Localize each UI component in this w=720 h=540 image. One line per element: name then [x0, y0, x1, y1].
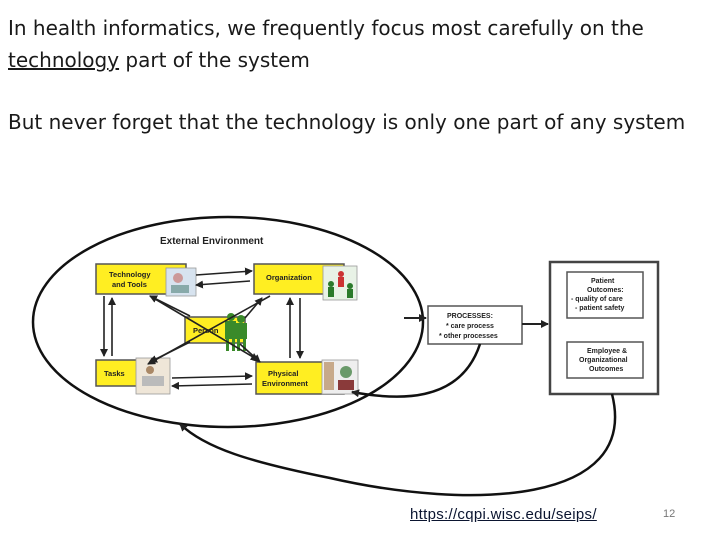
employee-label-2: Organizational: [579, 357, 628, 364]
patient-label-2: Outcomes:: [587, 287, 624, 294]
employee-label-1: Employee &: [587, 348, 627, 355]
processes-item-2: * other processes: [439, 333, 498, 340]
technology-label-1: Technology: [109, 270, 151, 279]
physical-label-2: Environment: [262, 379, 308, 388]
processes-title: PROCESSES:: [447, 313, 493, 320]
organization-people-icon: [323, 266, 357, 300]
page-number: 12: [663, 508, 675, 520]
source-link[interactable]: https://cqpi.wisc.edu/seips/: [410, 506, 597, 523]
patient-label-4: - patient safety: [575, 305, 625, 312]
physical-environment-photo-icon: [322, 360, 358, 394]
processes-item-1: * care process: [446, 323, 494, 330]
external-environment-label: External Environment: [160, 236, 264, 247]
tasks-photo-icon: [136, 358, 170, 394]
organization-label: Organization: [266, 273, 312, 282]
technology-label-2: and Tools: [112, 280, 147, 289]
technology-photo-icon: [166, 268, 196, 296]
physical-label-1: Physical: [268, 369, 298, 378]
employee-label-3: Outcomes: [589, 366, 623, 373]
patient-label-3: - quality of care: [571, 296, 623, 303]
tasks-label: Tasks: [104, 369, 125, 378]
patient-label-1: Patient: [591, 278, 615, 285]
